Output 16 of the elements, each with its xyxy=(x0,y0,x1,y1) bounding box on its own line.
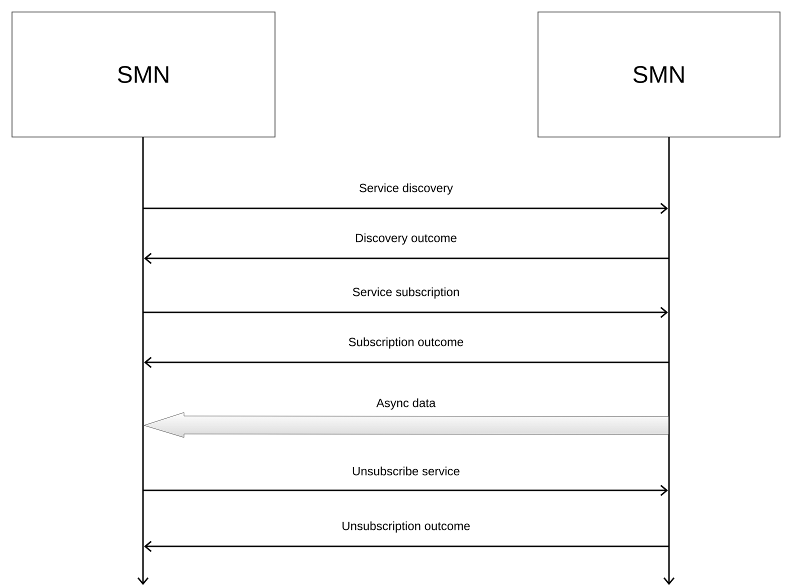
block-arrow xyxy=(144,412,669,438)
participant-box: SMN xyxy=(538,12,780,138)
edge-label: Async data xyxy=(376,398,436,410)
edge-label: Discovery outcome xyxy=(356,233,456,245)
message-arrow xyxy=(144,540,668,552)
message-arrow xyxy=(144,202,668,214)
message-arrow xyxy=(144,306,668,318)
edge-label: Service discovery xyxy=(360,183,453,195)
edge-label: Service subscription xyxy=(352,287,459,299)
message-arrow xyxy=(144,252,668,264)
edge-label: Subscription outcome xyxy=(348,337,464,349)
message-arrow xyxy=(144,356,668,368)
message-arrow xyxy=(144,484,668,496)
participant-box: SMN xyxy=(12,12,276,138)
edge-label: Unsubscription outcome xyxy=(342,521,470,533)
edge-label: Unsubscribe service xyxy=(352,466,460,476)
